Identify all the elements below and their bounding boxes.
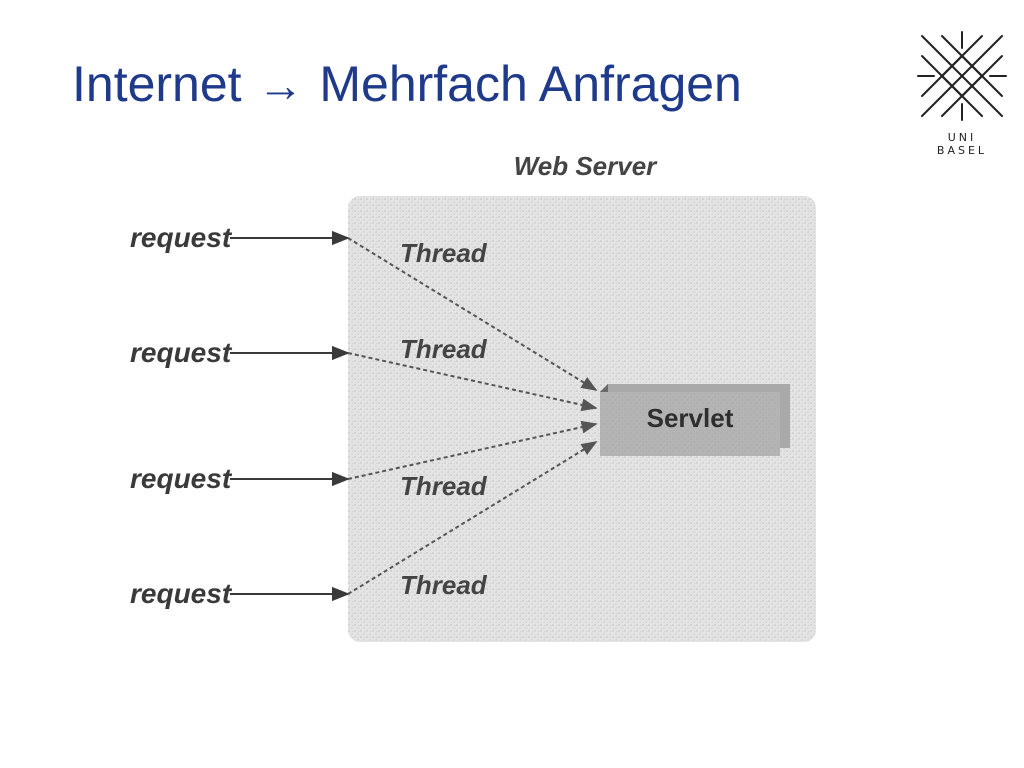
- request-row-3: request Thread: [130, 420, 598, 501]
- request-row-2: request Thread: [130, 334, 598, 412]
- request-label: request: [130, 463, 233, 494]
- thread-label: Thread: [400, 334, 488, 364]
- servlet-box: Servlet: [600, 384, 790, 456]
- thread-dashed-arrow: [347, 352, 598, 412]
- request-label: request: [130, 222, 233, 253]
- thread-label: Thread: [400, 238, 488, 268]
- slide-title: Internet → Mehrfach Anfragen: [72, 54, 742, 115]
- web-server-label: Web Server: [514, 151, 658, 181]
- thread-dashed-arrow: [347, 420, 598, 480]
- request-label: request: [130, 578, 233, 609]
- request-label: request: [130, 337, 233, 368]
- uni-basel-emblem-icon: [917, 31, 1007, 121]
- servlet-label: Servlet: [647, 403, 734, 433]
- web-server-box: [348, 196, 816, 642]
- thread-label: Thread: [400, 570, 488, 600]
- request-row-4: request Thread: [130, 441, 598, 609]
- title-arrow-icon: →: [257, 59, 304, 111]
- logo-text-basel: BASEL: [936, 144, 988, 157]
- logo-text-uni: UNI: [947, 131, 977, 144]
- uni-basel-logo: UNI BASEL: [914, 28, 1010, 158]
- thread-label: Thread: [400, 471, 488, 501]
- title-mehrfach-anfragen: Mehrfach Anfragen: [319, 56, 742, 112]
- request-row-1: request Thread: [130, 222, 598, 391]
- title-internet: Internet: [72, 56, 242, 112]
